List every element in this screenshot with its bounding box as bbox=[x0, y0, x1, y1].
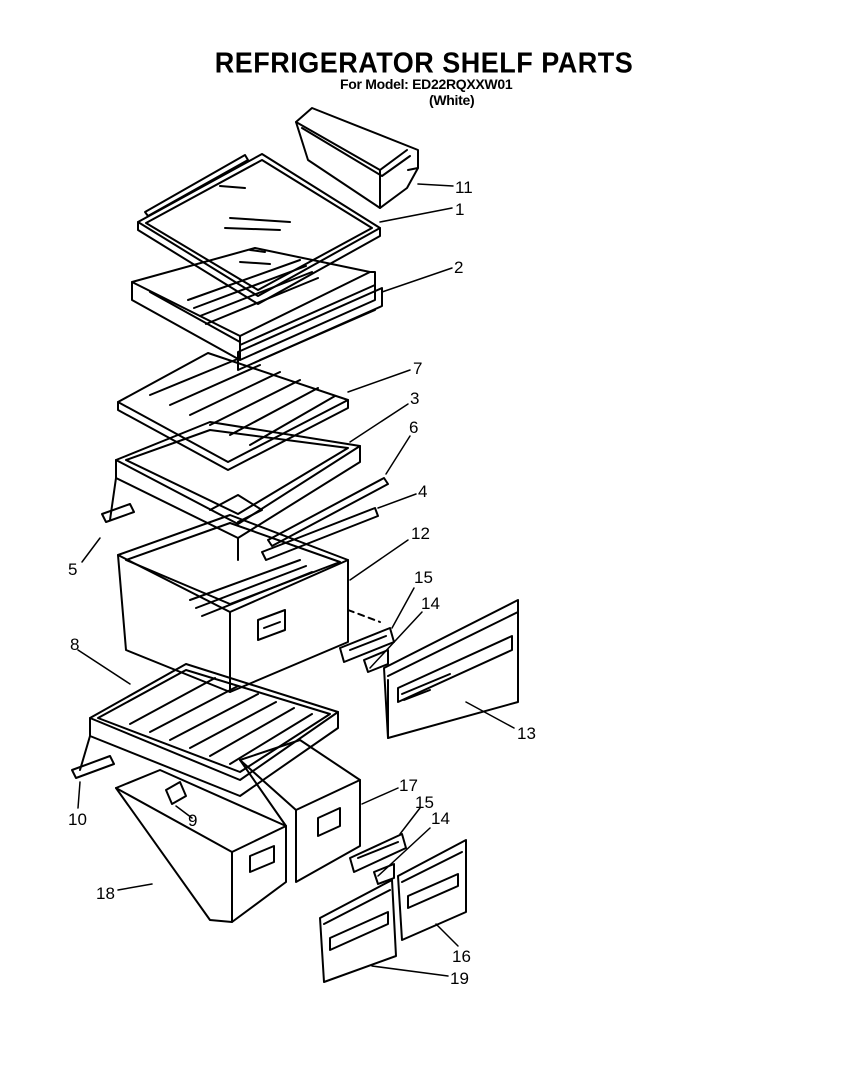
callout-15b: 15 bbox=[415, 793, 434, 812]
callout-15a: 15 bbox=[414, 568, 433, 587]
callout-17: 17 bbox=[399, 776, 418, 795]
callout-9: 9 bbox=[188, 811, 197, 830]
part-5-rail bbox=[101, 503, 135, 523]
callout-7: 7 bbox=[413, 359, 422, 378]
part-7-insert bbox=[117, 352, 349, 471]
part-8-lower-shelf bbox=[79, 663, 339, 797]
callout-11: 11 bbox=[455, 178, 473, 197]
part-18-lower-pan bbox=[115, 769, 287, 923]
callout-8: 8 bbox=[70, 635, 79, 654]
part-13-front-panel bbox=[383, 599, 519, 739]
callout-1: 1 bbox=[455, 200, 464, 219]
model-line: For Model: ED22RQXXW01 bbox=[340, 76, 513, 92]
callout-18: 18 bbox=[96, 884, 115, 903]
callout-2: 2 bbox=[454, 258, 463, 277]
part-10-rail bbox=[71, 755, 115, 779]
callout-14b: 14 bbox=[431, 809, 450, 828]
part-9-clip bbox=[165, 781, 187, 805]
part-12-crisper-pan bbox=[117, 514, 349, 693]
callout-6: 6 bbox=[409, 418, 418, 437]
part-2-cover-frame bbox=[131, 247, 383, 371]
callout-16: 16 bbox=[452, 947, 471, 966]
callout-4: 4 bbox=[418, 482, 427, 501]
callout-5: 5 bbox=[68, 560, 77, 579]
part-17-lower-pan bbox=[239, 739, 361, 883]
part-19-drawer-front bbox=[319, 879, 397, 983]
callout-14a: 14 bbox=[421, 594, 440, 613]
part-16-drawer-front bbox=[397, 839, 467, 941]
callout-3: 3 bbox=[410, 389, 419, 408]
part-1-glass-shelf bbox=[137, 153, 381, 305]
callout-labels: 11 1 2 7 3 6 4 5 12 15 14 8 13 10 9 17 1… bbox=[68, 178, 536, 988]
part-11-bin bbox=[295, 107, 419, 209]
page-title: REFRIGERATOR SHELF PARTS bbox=[214, 47, 634, 79]
callout-19: 19 bbox=[450, 969, 469, 988]
leader-lines bbox=[77, 183, 515, 977]
part-6-rail bbox=[267, 477, 389, 547]
callout-10: 10 bbox=[68, 810, 87, 829]
callout-12: 12 bbox=[411, 524, 430, 543]
part-4-rail bbox=[261, 507, 379, 561]
color-line: (White) bbox=[429, 92, 475, 108]
part-3-shelf-frame bbox=[109, 421, 361, 561]
callout-13: 13 bbox=[517, 724, 536, 743]
